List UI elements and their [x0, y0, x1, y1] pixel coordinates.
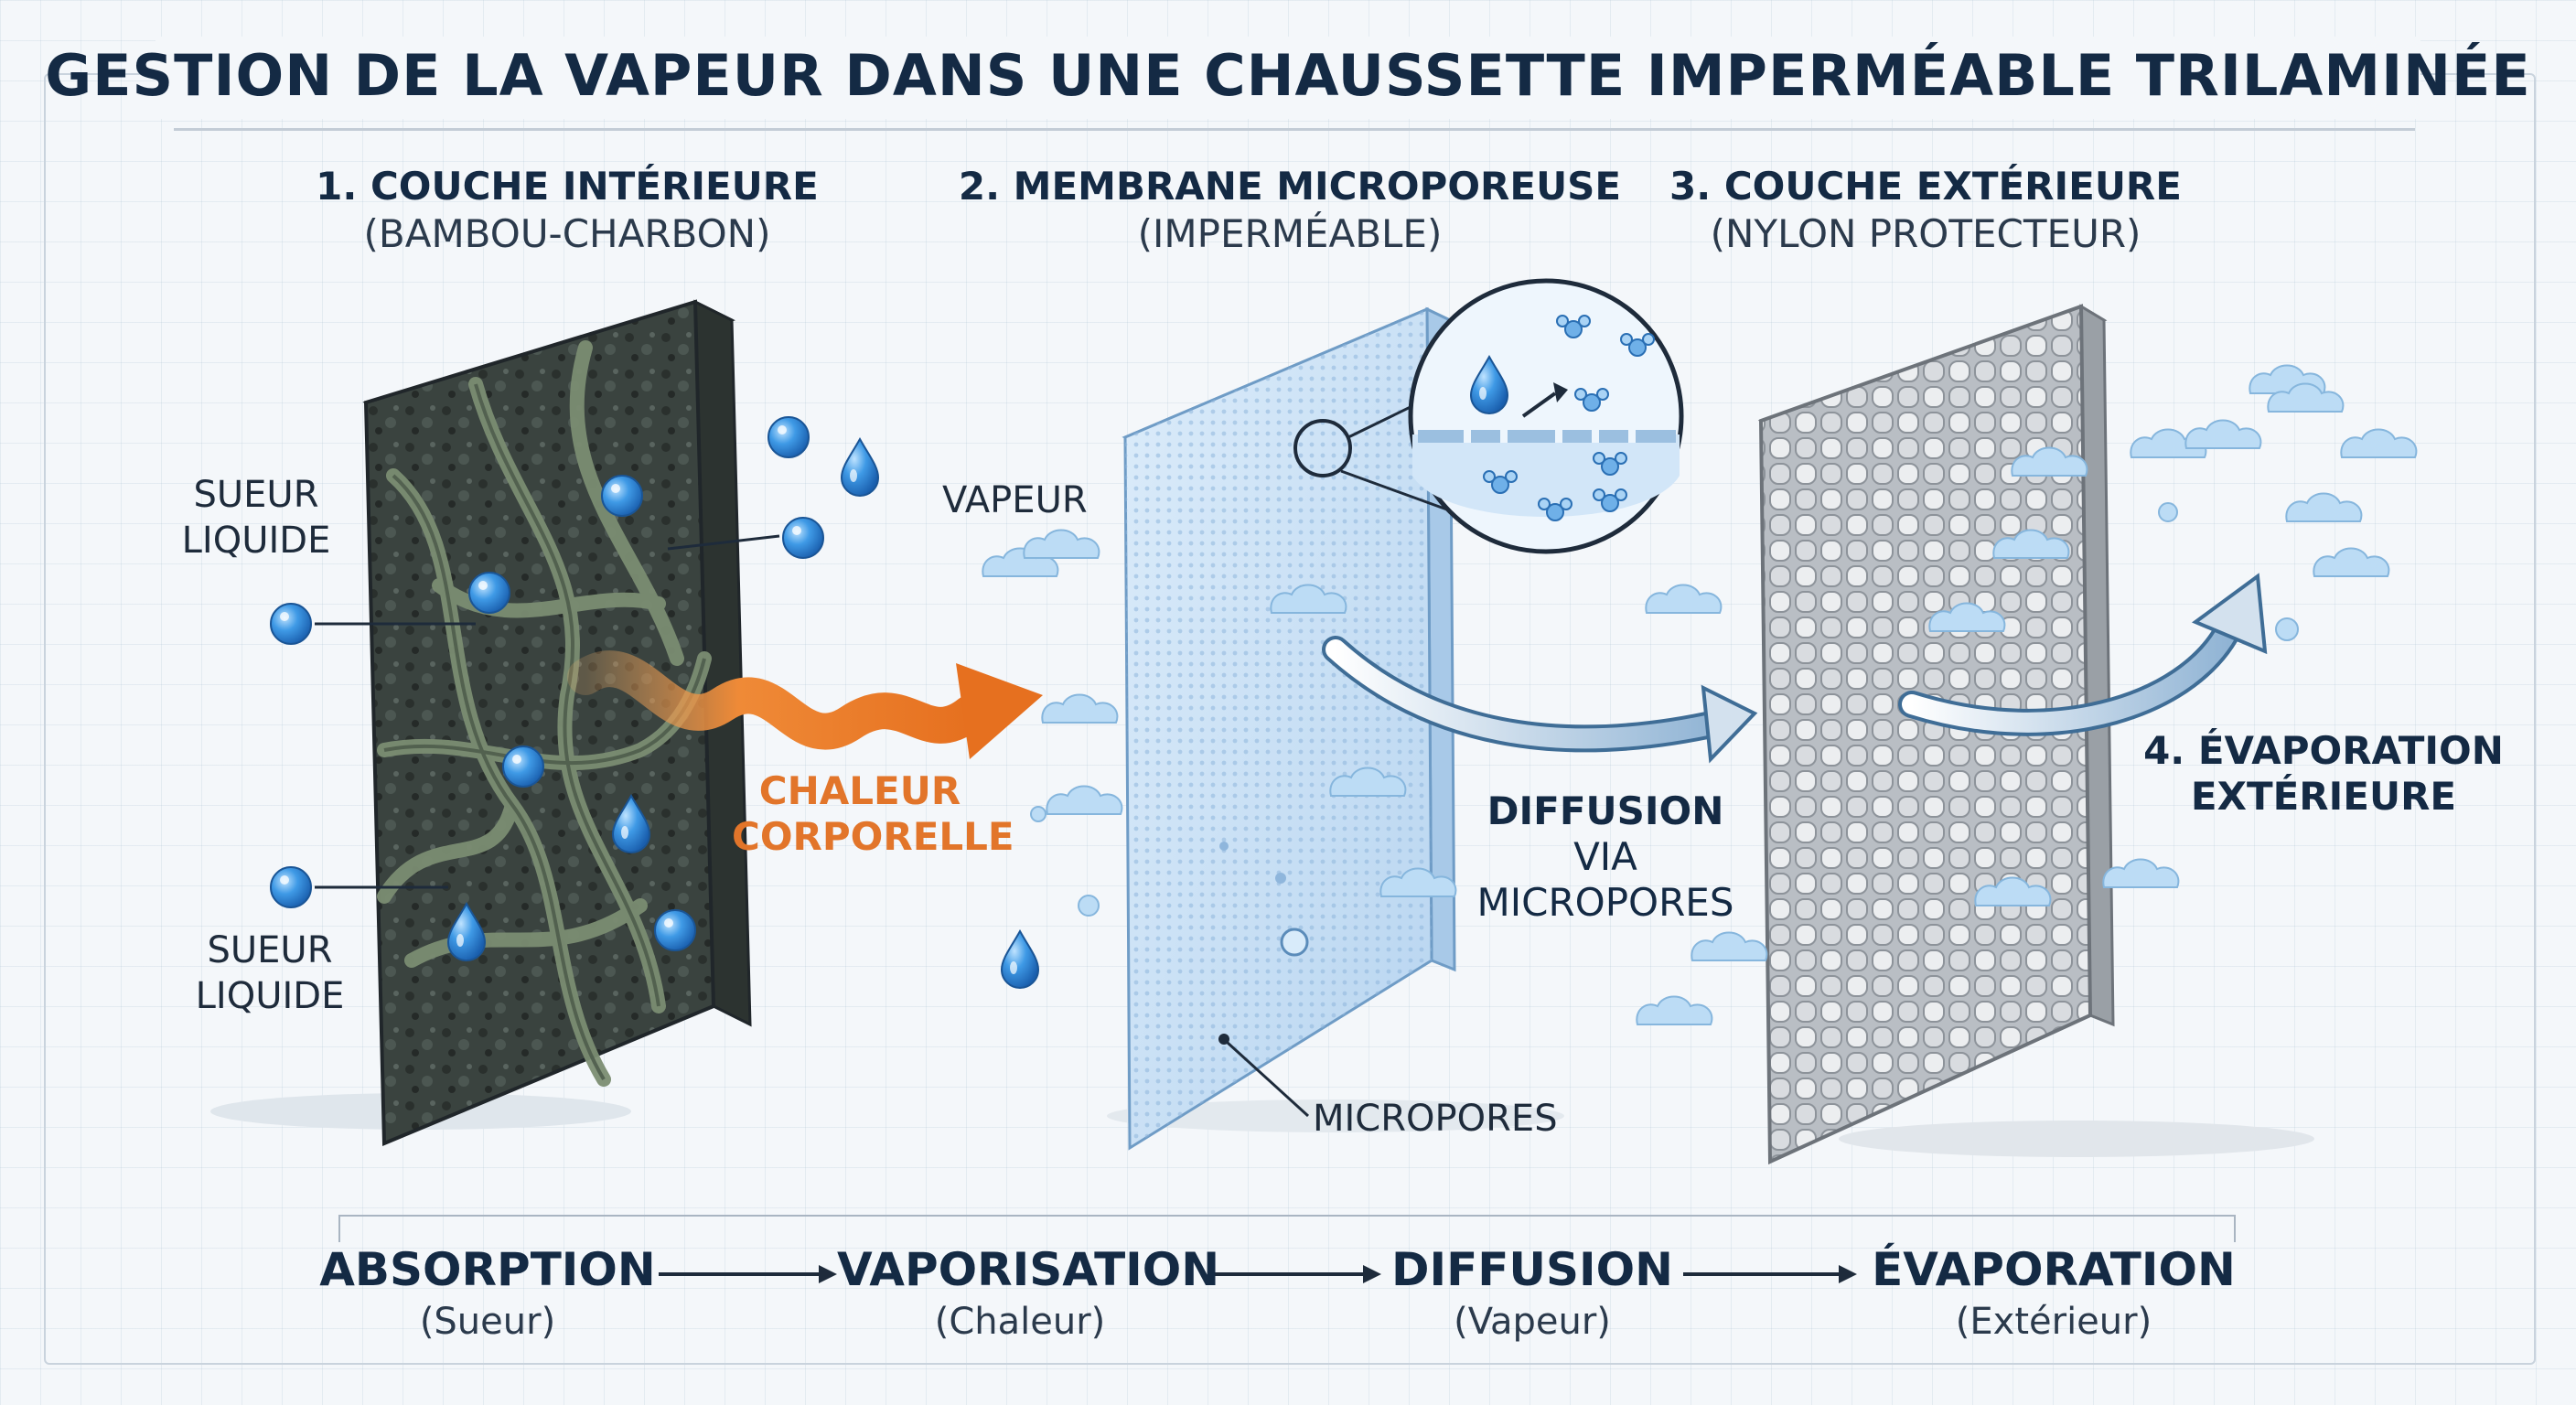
bamboo-charcoal-layer [362, 299, 752, 1146]
process-step-evaporation-title: ÉVAPORATION [1872, 1243, 2236, 1296]
layer-2-subtitle: (IMPERMÉABLE) [1137, 211, 1443, 256]
page-title: GESTION DE LA VAPEUR DANS UNE CHAUSSETTE… [45, 42, 2531, 109]
title-underline [174, 128, 2415, 131]
diffusion-label-line2: MICROPORES [1476, 880, 1734, 925]
microporous-membrane-layer [1122, 306, 1457, 1151]
title-background [156, 37, 2420, 119]
diffusion-arrow [1322, 636, 1758, 764]
layer-2-title: 2. MEMBRANE MICROPOREUSE [958, 164, 1622, 209]
micropores-label: MICROPORES [1313, 1098, 1558, 1140]
layer-1-subtitle: (BAMBOU-CHARBON) [363, 211, 771, 256]
process-step-vaporisation-sub: (Chaleur) [934, 1301, 1106, 1343]
process-step-absorption-title: ABSORPTION [319, 1243, 656, 1296]
process-step-evaporation: ÉVAPORATION (Extérieur) [1871, 1241, 2237, 1346]
process-step-evaporation-sub: (Extérieur) [1955, 1301, 2152, 1343]
process-step-absorption: ABSORPTION (Sueur) [305, 1241, 671, 1346]
layer-3-title: 3. COUCHE EXTÉRIEURE [1669, 164, 2182, 209]
body-heat-arrow [567, 650, 1043, 759]
sweat-label-bottom-line2: LIQUIDE [195, 975, 345, 1017]
body-heat-label-line1: CHALEUR [758, 768, 961, 813]
process-step-diffusion: DIFFUSION (Vapeur) [1349, 1241, 1715, 1346]
process-arrows [659, 1265, 1857, 1283]
diffusion-label-via: VIA [1573, 834, 1637, 879]
nylon-outer-layer [1757, 304, 2115, 1165]
layer-2-heading: 2. MEMBRANE MICROPOREUSE (IMPERMÉABLE) [942, 163, 1637, 258]
process-step-diffusion-sub: (Vapeur) [1454, 1301, 1611, 1343]
body-heat-label-line2: CORPORELLE [732, 814, 1014, 859]
layer-1-heading: 1. COUCHE INTÉRIEURE (BAMBOU-CHARBON) [220, 163, 915, 258]
vapor-clouds-left [982, 529, 1123, 989]
evaporation-label: 4. ÉVAPORATION EXTÉRIEURE [2141, 728, 2506, 820]
process-step-diffusion-title: DIFFUSION [1391, 1243, 1673, 1296]
body-heat-label: CHALEUR CORPORELLE [732, 768, 1014, 860]
sweat-label-top-line1: SUEUR [193, 474, 319, 516]
vapor-label: VAPEUR [942, 479, 1088, 521]
sweat-label-bottom: SUEUR LIQUIDE [178, 928, 361, 1019]
layer-3-subtitle: (NYLON PROTECTEUR) [1710, 211, 2141, 256]
sweat-label-bottom-line1: SUEUR [207, 929, 333, 971]
layer-1-title: 1. COUCHE INTÉRIEURE [316, 164, 819, 209]
process-step-vaporisation-title: VAPORISATION [837, 1243, 1220, 1296]
evaporation-label-line1: 4. ÉVAPORATION [2143, 728, 2504, 773]
process-step-vaporisation: VAPORISATION (Chaleur) [837, 1241, 1220, 1346]
micropore-zoom-inset [1293, 278, 1684, 554]
layer-3-heading: 3. COUCHE EXTÉRIEURE (NYLON PROTECTEUR) [1578, 163, 2273, 258]
evaporation-arrow [1898, 573, 2268, 736]
sweat-label-top-line2: LIQUIDE [181, 520, 331, 562]
process-bracket [338, 1215, 2236, 1242]
diffusion-label-bold: DIFFUSION [1487, 788, 1724, 833]
process-step-absorption-sub: (Sueur) [419, 1301, 556, 1343]
diffusion-label: DIFFUSION VIA MICROPORES [1450, 788, 1761, 926]
ground-shadows [210, 1093, 2314, 1157]
vapor-clouds-right [1636, 364, 2418, 1025]
evaporation-label-line2: EXTÉRIEURE [2190, 774, 2457, 819]
sweat-droplets [270, 416, 879, 908]
sweat-label-top: SUEUR LIQUIDE [165, 472, 348, 563]
